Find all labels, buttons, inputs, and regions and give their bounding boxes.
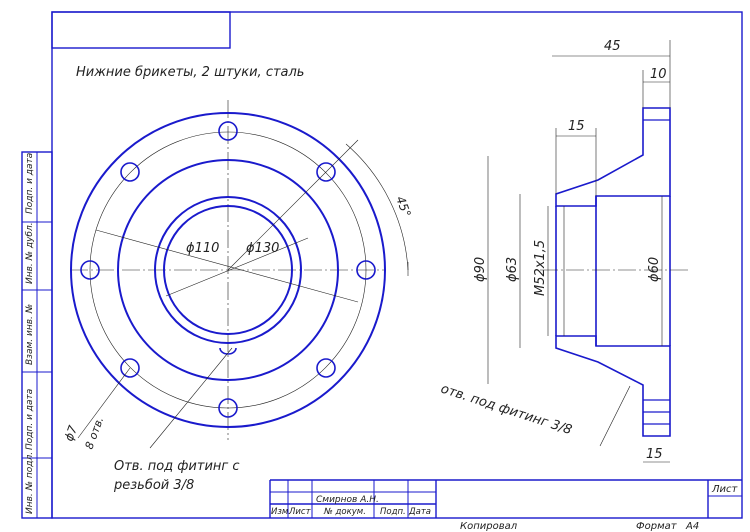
front-note-line1: Отв. под фитинг с	[114, 459, 240, 474]
sheet-label: Лист	[711, 484, 739, 495]
col-izm: Изм.	[271, 507, 291, 517]
bolt-hole	[356, 260, 376, 280]
dim-hole-count: 8 отв.	[83, 415, 107, 451]
dim-d110: ϕ110	[186, 241, 219, 256]
bolt-hole	[120, 358, 140, 378]
dim-10: 10	[650, 67, 667, 82]
hub-circle	[117, 159, 339, 381]
title-block: Смирнов А.Н. Изм. Лист № докум. Подп. Да…	[269, 479, 742, 518]
bolt-hole	[316, 162, 336, 182]
dim-hole-d: ϕ7	[62, 423, 81, 443]
side-view: 45 10 15 15 ϕ90 ϕ63 M52x1,5 ϕ60 отв. под…	[439, 39, 690, 463]
dim-15-bottom: 15	[646, 447, 663, 462]
top-left-stamp	[51, 11, 231, 49]
outer-flange-circle	[70, 112, 386, 428]
dim-15-top: 15	[568, 119, 585, 134]
dim-d90: ϕ90	[473, 257, 488, 282]
dim-d130: ϕ130	[246, 241, 279, 256]
bolt-hole	[218, 121, 238, 141]
stamp-cell-4: Подп. и дата	[25, 389, 35, 450]
dim-m52: M52x1,5	[533, 240, 548, 296]
stamp-cell-5: Инв. № подл.	[25, 452, 35, 514]
copied-label: Копировал	[460, 521, 518, 532]
bolt-hole	[316, 358, 336, 378]
fitting-hole	[219, 347, 237, 355]
col-doc: № докум.	[323, 507, 366, 517]
bolt-hole	[80, 260, 100, 280]
side-stamp: Подп. и дата Инв. № дубл. Взам. инв. № П…	[21, 151, 53, 519]
stamp-cell-3: Взам. инв. №	[25, 304, 35, 365]
dim-45: 45	[604, 39, 621, 54]
front-note-line2: резьбой 3/8	[113, 478, 194, 493]
col-sign: Подп.	[380, 507, 406, 517]
col-list: Лист	[288, 507, 312, 517]
format-value: A4	[685, 521, 699, 532]
side-note: отв. под фитинг 3/8	[439, 382, 574, 439]
dim-angle: 45°	[393, 194, 413, 219]
format-label: Формат	[636, 521, 678, 532]
title-note: Нижние брикеты, 2 штуки, сталь	[76, 65, 304, 80]
author: Смирнов А.Н.	[316, 495, 379, 505]
stamp-cell-1: Подп. и дата	[25, 153, 35, 214]
bolt-circle	[89, 131, 367, 409]
col-date: Дата	[408, 507, 431, 517]
dim-d60: ϕ60	[647, 257, 662, 282]
bolt-hole	[120, 162, 140, 182]
stamp-cell-2: Инв. № дубл.	[25, 222, 35, 284]
dim-d63: ϕ63	[505, 257, 520, 282]
bolt-hole	[218, 398, 238, 418]
front-view: ϕ110 ϕ130 45° ϕ7 8 отв. Отв. под фитинг …	[62, 100, 414, 493]
bore-circle-inner	[163, 205, 293, 335]
bore-circle-outer	[154, 196, 302, 344]
